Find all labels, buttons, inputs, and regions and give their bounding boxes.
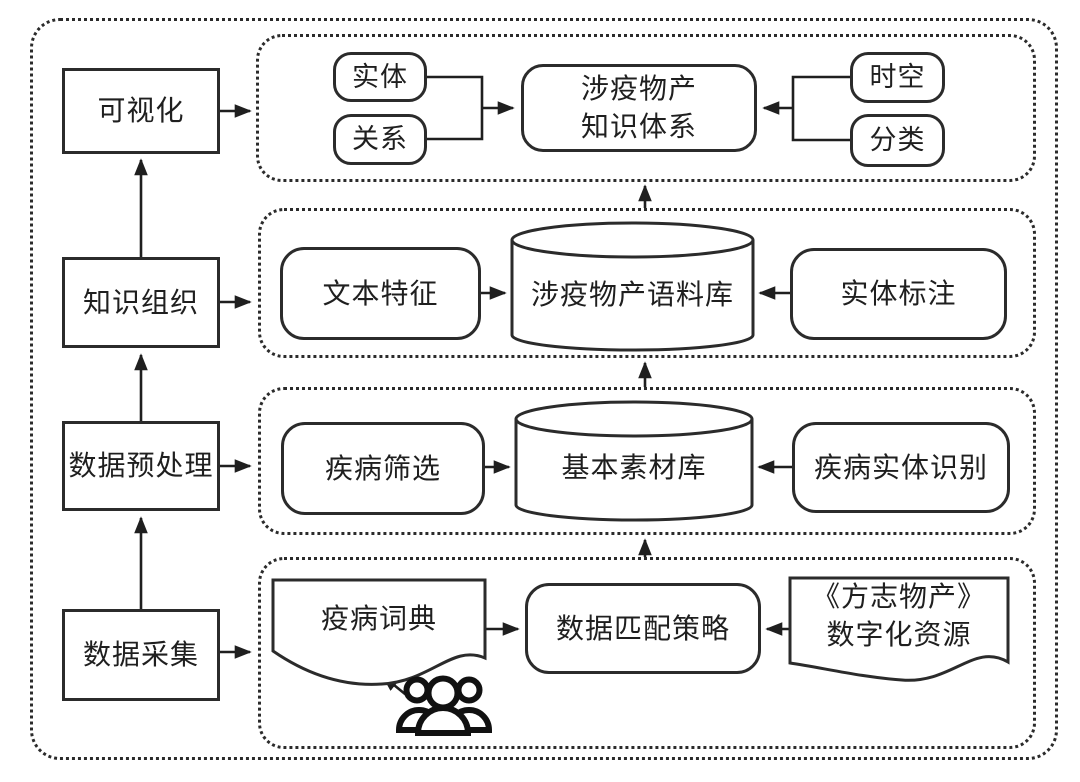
- knowledge-layer-group: [256, 34, 1036, 182]
- stage-box-visualization: 可视化: [62, 68, 220, 154]
- collection-layer-group: [258, 557, 1036, 749]
- relation-pill: 关系: [333, 114, 427, 165]
- dictionary-document: [271, 578, 487, 686]
- entity-annotation-box: 实体标注: [790, 248, 1007, 340]
- spacetime-label: 时空: [869, 62, 926, 93]
- stage-box-knowledge-organization: 知识组织: [62, 257, 220, 348]
- text-feature-box: 文本特征: [280, 247, 481, 340]
- corpus-cylinder: [510, 221, 755, 352]
- disease-ner-label: 疾病实体识别: [813, 451, 988, 483]
- people-icon: [395, 675, 493, 736]
- category-label: 分类: [869, 125, 926, 156]
- disease-ner-box: 疾病实体识别: [792, 422, 1010, 513]
- disease-screening-box: 疾病筛选: [281, 422, 485, 515]
- relation-label: 关系: [352, 124, 408, 155]
- outer-frame: [30, 18, 1058, 760]
- material-cylinder: [514, 400, 754, 522]
- data-matching-box: 数据匹配策略: [525, 583, 761, 674]
- spacetime-pill: 时空: [850, 52, 945, 103]
- entity-annotation-label: 实体标注: [840, 278, 957, 310]
- entity-label: 实体: [352, 61, 408, 92]
- stage-label-visualization: 可视化: [97, 95, 185, 127]
- knowledge-system-label: 涉疫物产 知识体系: [580, 73, 697, 142]
- material-layer-group: [258, 387, 1036, 535]
- text-feature-label: 文本特征: [322, 277, 439, 309]
- knowledge-system-box: 涉疫物产 知识体系: [521, 64, 757, 152]
- data-matching-label: 数据匹配策略: [555, 612, 730, 644]
- stage-label-knowledge-organization: 知识组织: [82, 286, 199, 318]
- connector-spacetime-category: [791, 75, 850, 142]
- resource-document: [788, 576, 1010, 682]
- stage-box-data-preprocessing: 数据预处理: [62, 421, 220, 511]
- stage-box-data-collection: 数据采集: [62, 609, 220, 701]
- connector-entity-relation: [427, 75, 484, 141]
- stage-label-data-preprocessing: 数据预处理: [68, 450, 214, 482]
- stage-label-data-collection: 数据采集: [82, 639, 199, 671]
- corpus-layer-group: [258, 208, 1036, 358]
- entity-pill: 实体: [333, 52, 427, 102]
- disease-screening-label: 疾病筛选: [324, 452, 441, 484]
- category-pill: 分类: [850, 114, 945, 167]
